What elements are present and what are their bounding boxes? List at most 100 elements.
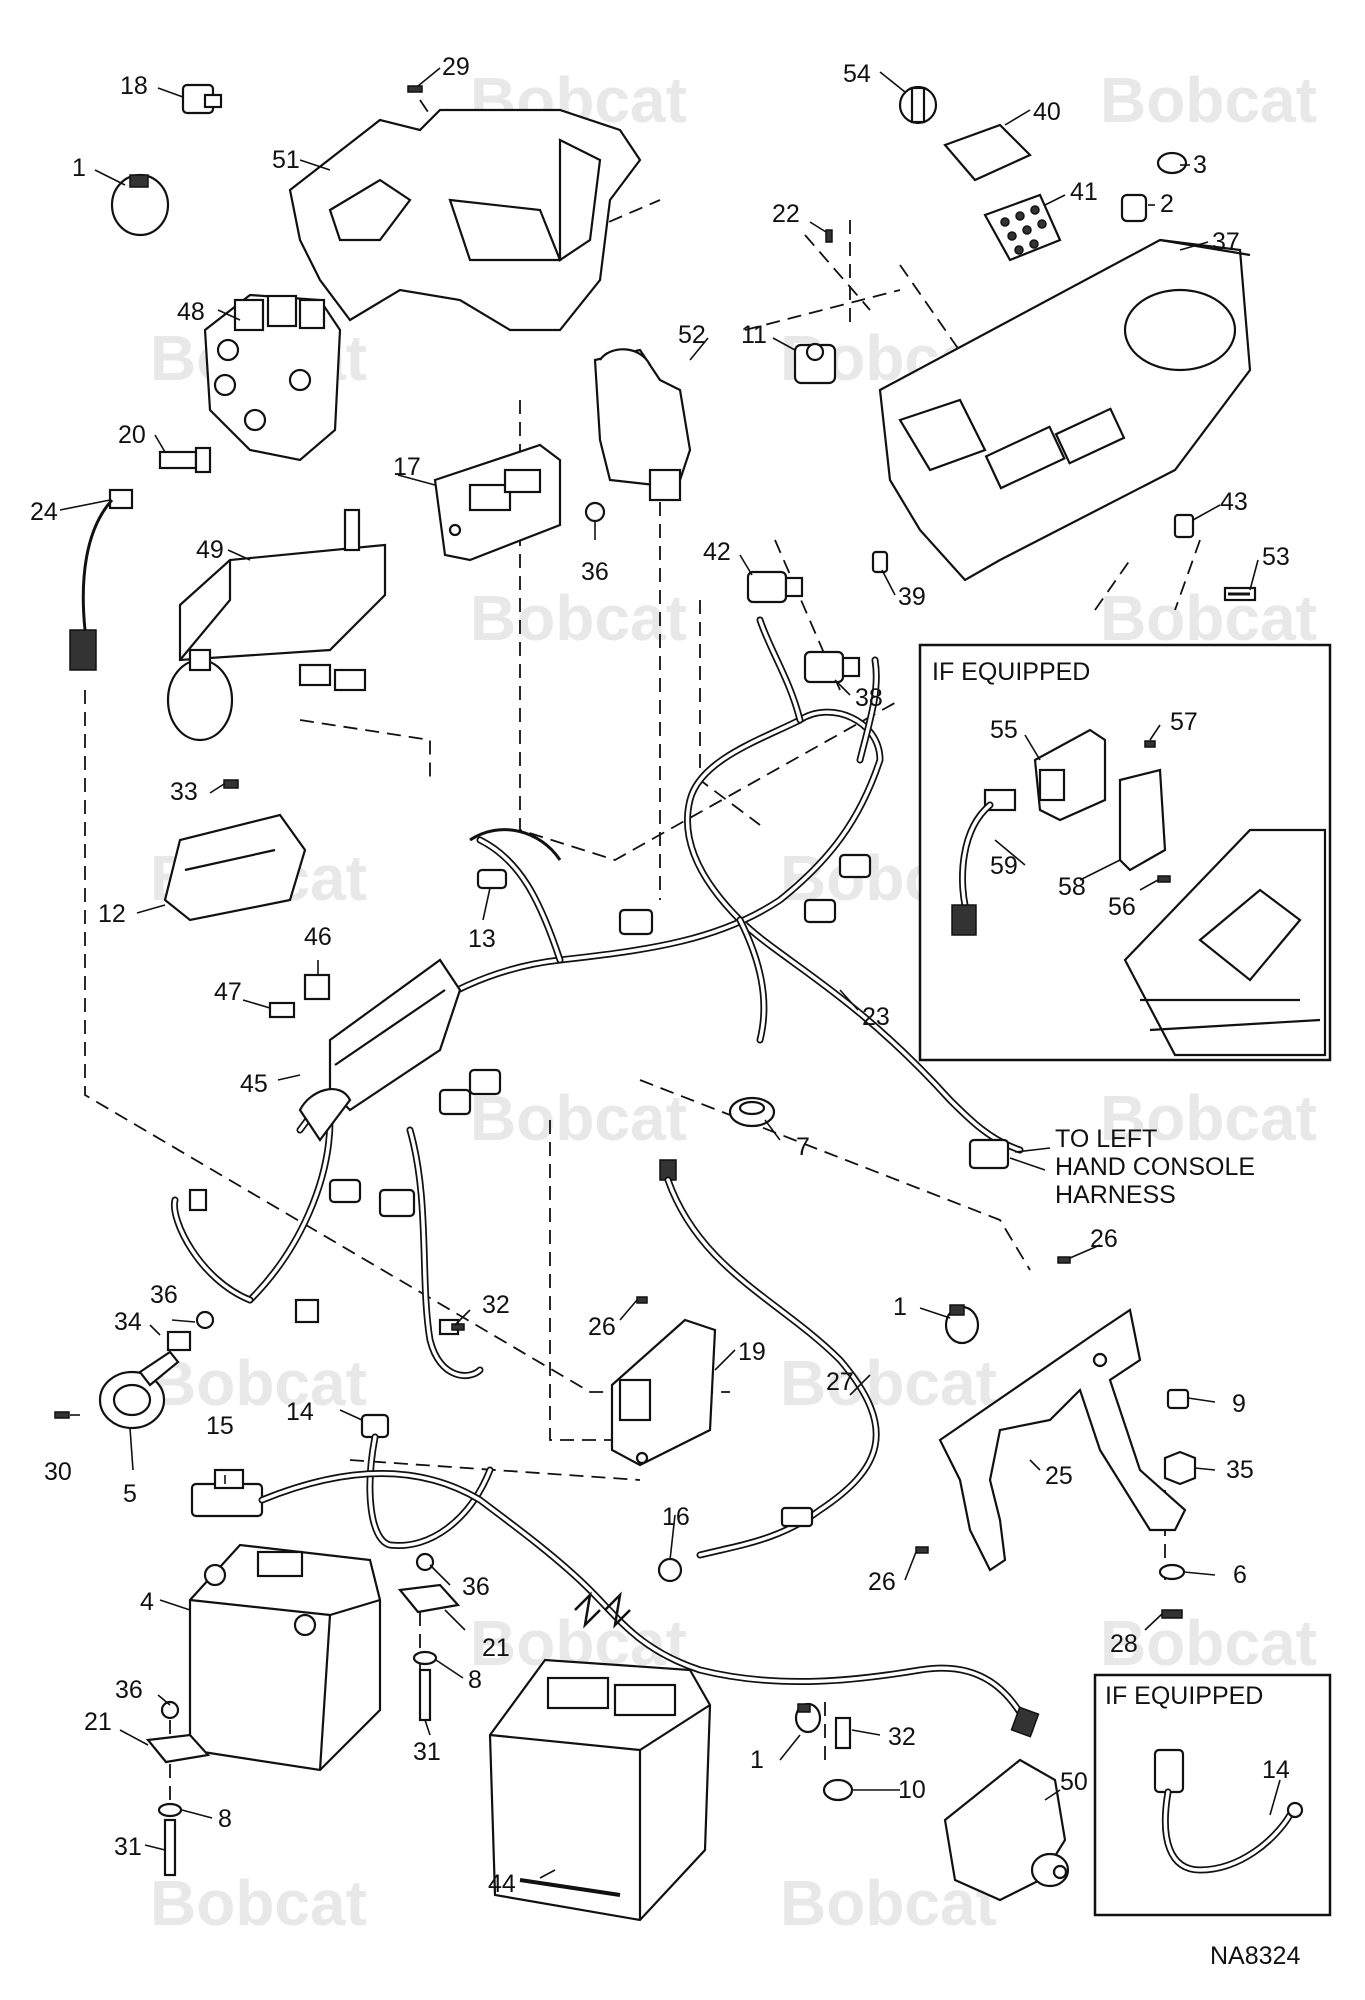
label-35: 35 <box>1226 1456 1254 1484</box>
label-31: 31 <box>114 1833 142 1861</box>
part-21-hold-down <box>145 1733 211 1764</box>
part-12-cover <box>163 813 307 922</box>
part-35-nut <box>1163 1450 1197 1486</box>
label-46: 46 <box>304 923 332 951</box>
part-7-grommet <box>728 1096 776 1128</box>
part-25-bracket <box>938 1308 1187 1572</box>
part-36-nut <box>584 501 606 523</box>
part-37-console <box>878 238 1252 582</box>
label-21: 21 <box>482 1634 510 1662</box>
label-54: 54 <box>843 60 871 88</box>
label-36: 36 <box>581 558 609 586</box>
part-47-fuse <box>268 1001 296 1019</box>
part-44-battery <box>488 1658 712 1922</box>
label-32: 32 <box>888 1723 916 1751</box>
label-55: 55 <box>990 716 1018 744</box>
part-32-bolt <box>834 1716 852 1750</box>
label-53: 53 <box>1262 543 1290 571</box>
label-1: 1 <box>750 1746 764 1774</box>
label-14: 14 <box>286 1398 314 1426</box>
label-44: 44 <box>488 1870 516 1898</box>
callout-line-3: HARNESS <box>1055 1181 1176 1209</box>
label-57: 57 <box>1170 708 1198 736</box>
label-50: 50 <box>1060 1768 1088 1796</box>
label-24: 24 <box>30 498 58 526</box>
part-53-harness <box>1223 586 1257 602</box>
label-27: 27 <box>826 1368 854 1396</box>
label-15: 15 <box>206 1412 234 1440</box>
part-5-horn <box>98 1350 180 1430</box>
part-26-screw <box>1057 1256 1071 1264</box>
label-8: 8 <box>468 1666 482 1694</box>
part-1-cable-tie <box>110 173 170 237</box>
part-20-fitting <box>158 446 212 474</box>
label-52: 52 <box>678 321 706 349</box>
part-16-sensor <box>657 1506 814 1583</box>
left-console-harness-callout: TO LEFT HAND CONSOLE HARNESS <box>1014 1125 1255 1209</box>
label-59: 59 <box>990 852 1018 880</box>
callout-line-2: HAND CONSOLE <box>1055 1153 1255 1181</box>
label-29: 29 <box>442 53 470 81</box>
part-51-bracket <box>288 108 642 332</box>
part-26-screw <box>636 1296 648 1304</box>
label-25: 25 <box>1045 1462 1073 1490</box>
part-48-valve <box>203 293 342 462</box>
part-43-clip <box>1173 513 1195 539</box>
label-12: 12 <box>98 900 126 928</box>
label-26: 26 <box>588 1313 616 1341</box>
figure-code: NA8324 <box>1210 1942 1300 1970</box>
part-36-nut <box>195 1310 215 1330</box>
watermark: Bobcat <box>1100 1607 1317 1679</box>
part-32-bolt <box>438 1318 465 1336</box>
part-31-bolt <box>418 1668 432 1722</box>
label-5: 5 <box>123 1480 137 1508</box>
part-46-relay <box>303 973 331 1001</box>
label-20: 20 <box>118 421 146 449</box>
label-26: 26 <box>1090 1225 1118 1253</box>
label-14: 14 <box>1262 1756 1290 1784</box>
label-1: 1 <box>72 154 86 182</box>
part-23-main-harness <box>170 616 1024 1379</box>
label-36: 36 <box>462 1573 490 1601</box>
leader-lines <box>59 67 1281 1879</box>
watermark: Bobcat <box>470 582 687 654</box>
battery-cable <box>258 1470 1040 1738</box>
label-28: 28 <box>1110 1630 1138 1658</box>
label-26: 26 <box>868 1568 896 1596</box>
watermark: Bobcat <box>470 1082 687 1154</box>
part-22-screw <box>825 229 833 243</box>
watermark: Bobcat <box>150 1867 367 1939</box>
label-36: 36 <box>115 1676 143 1704</box>
part-15-relay <box>190 1468 264 1518</box>
watermark: Bobcat <box>150 1347 367 1419</box>
label-48: 48 <box>177 298 205 326</box>
watermark: Bobcat <box>1100 1082 1317 1154</box>
watermark: Bobcat <box>1100 582 1317 654</box>
part-17-controller <box>433 443 562 562</box>
label-4: 4 <box>140 1588 154 1616</box>
label-6: 6 <box>1233 1561 1247 1589</box>
label-43: 43 <box>1220 488 1248 516</box>
part-26-screw <box>915 1546 929 1554</box>
part-31-bolt <box>163 1818 177 1877</box>
part-54-key <box>898 85 938 125</box>
part-38-switch <box>803 650 861 684</box>
label-23: 23 <box>862 1003 890 1031</box>
label-9: 9 <box>1232 1390 1246 1418</box>
part-13-sensor <box>469 828 562 890</box>
part-8-washer <box>412 1650 438 1666</box>
part-9-clip <box>1166 1388 1190 1410</box>
callout-line-1: TO LEFT <box>1055 1125 1157 1153</box>
part-36-nut <box>415 1552 435 1572</box>
label-19: 19 <box>738 1338 766 1366</box>
part-1-cable-tie <box>944 1304 980 1345</box>
label-30: 30 <box>44 1458 72 1486</box>
watermark: Bobcat <box>780 1347 997 1419</box>
label-2: 2 <box>1160 190 1174 218</box>
part-4-battery <box>188 1543 382 1772</box>
label-32: 32 <box>482 1291 510 1319</box>
label-40: 40 <box>1033 98 1061 126</box>
part-19-module <box>610 1318 717 1467</box>
label-10: 10 <box>898 1776 926 1804</box>
